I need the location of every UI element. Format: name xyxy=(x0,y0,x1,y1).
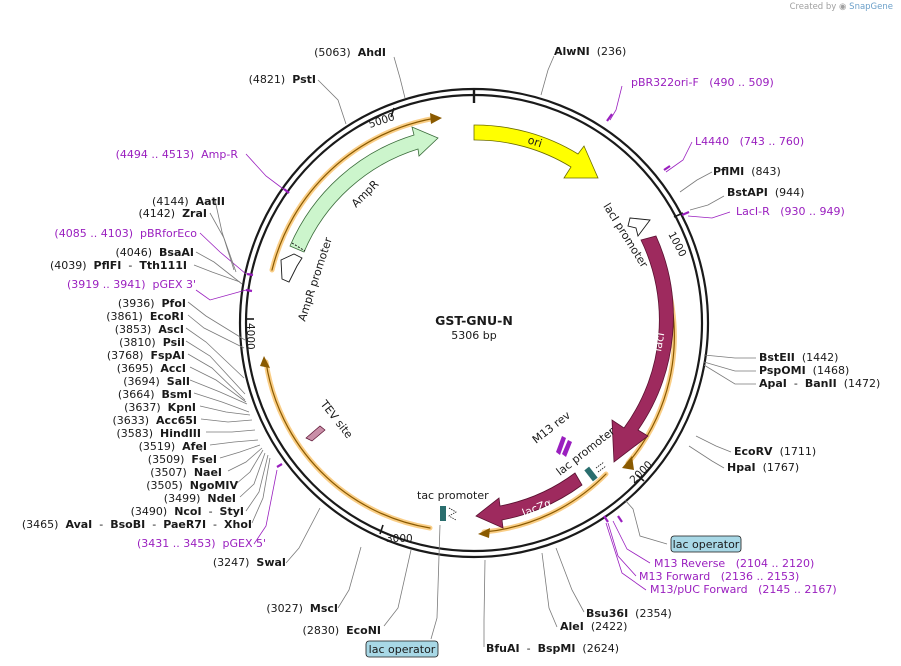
leader-lines xyxy=(185,55,756,647)
ampr-separator xyxy=(291,242,306,252)
lac-operator-label: lac operator xyxy=(673,538,740,551)
primer-label-pbrfor[interactable]: (4085 .. 4103) pBRforEco xyxy=(54,227,197,240)
enzyme-label-acc65i[interactable]: (3633) Acc65I xyxy=(112,414,197,427)
enzyme-label-econi[interactable]: (2830) EcoNI xyxy=(303,624,381,637)
credit-prefix: Created by xyxy=(789,2,837,12)
enzyme-label-fspai[interactable]: (3768) FspAI xyxy=(107,349,185,362)
ampr-promoter-feature[interactable] xyxy=(280,253,303,283)
lac-operator-box[interactable]: lac operator xyxy=(365,640,439,658)
enzyme-label-sali[interactable]: (3694) SalI xyxy=(123,375,190,388)
enzyme-label-ahdi[interactable]: (5063) AhdI xyxy=(314,46,386,59)
tac-promoter-label: tac promoter xyxy=(417,489,489,502)
enzyme-label-bstapi[interactable]: BstAPI (944) xyxy=(727,186,804,199)
enzyme-label-ngomiv[interactable]: (3505) NgoMIV xyxy=(146,479,238,492)
enzyme-label-pfoi[interactable]: (3936) PfoI xyxy=(118,297,186,310)
enzyme-label-asci[interactable]: (3853) AscI xyxy=(115,323,184,336)
tick-label: 4000 xyxy=(244,323,256,350)
enzyme-label-alei[interactable]: AleI (2422) xyxy=(560,620,627,633)
enzyme-label-psp[interactable]: PspOMI (1468) xyxy=(759,364,849,377)
primer-label-pgex3[interactable]: (3919 .. 3941) pGEX 3' xyxy=(67,278,196,291)
lacza-feature[interactable] xyxy=(475,472,583,529)
enzyme-label-psii[interactable]: (3810) PsiI xyxy=(119,336,185,349)
enzyme-label-ecori[interactable]: (3861) EcoRI xyxy=(106,310,184,323)
primer-label-m13puc[interactable]: M13/pUC Forward (2145 .. 2167) xyxy=(650,583,837,596)
primer-label-pbr322[interactable]: pBR322ori-F (490 .. 509) xyxy=(631,76,774,89)
tev-site-feature[interactable] xyxy=(305,425,326,442)
enzyme-label-ncoi[interactable]: (3490) NcoI - StyI xyxy=(131,505,244,518)
plasmid-length: 5306 bp xyxy=(451,329,496,342)
enzyme-label-acci[interactable]: (3695) AccI xyxy=(117,362,186,375)
snapgene-logo-icon: ◉ xyxy=(839,2,847,12)
primer-label-pgex5[interactable]: (3431 .. 3453) pGEX 5' xyxy=(137,537,266,550)
enzyme-label-bsteii[interactable]: BstEII (1442) xyxy=(759,351,838,364)
enzyme-label-psti[interactable]: (4821) PstI xyxy=(249,73,316,86)
enzyme-label-bsu36i[interactable]: Bsu36I (2354) xyxy=(586,607,672,620)
enzyme-label-hpai[interactable]: HpaI (1767) xyxy=(727,461,799,474)
enzyme-label-afei[interactable]: (3519) AfeI xyxy=(139,440,207,453)
enzyme-label-fsei[interactable]: (3509) FseI xyxy=(148,453,217,466)
laci-promoter-feature[interactable] xyxy=(627,217,651,238)
tac-promoter-feature[interactable] xyxy=(440,506,446,521)
tick-label: 3000 xyxy=(386,533,413,545)
enzyme-label-bfuai[interactable]: BfuAI - BspMI (2624) xyxy=(486,642,619,655)
primer-label-lacir[interactable]: LacI-R (930 .. 949) xyxy=(736,205,845,218)
left-labels: (5063) AhdI (4821) PstI (4494 .. 4513) Amp… xyxy=(22,46,386,637)
laci-promoter-label: lacI promoter xyxy=(600,201,650,271)
lac-operator-label: lac operator xyxy=(369,643,436,656)
laci-feature[interactable] xyxy=(611,235,674,463)
enzyme-label-pflmi[interactable]: PflMI (843) xyxy=(713,165,781,178)
enzyme-label-apai[interactable]: ApaI - BanII (1472) xyxy=(759,377,880,390)
enzyme-label-naei[interactable]: (3507) NaeI xyxy=(150,466,222,479)
lac-operator-marks xyxy=(595,461,607,473)
enzyme-label-kpni[interactable]: (3637) KpnI xyxy=(124,401,196,414)
primer-label-m13rev[interactable]: M13 Reverse (2104 .. 2120) xyxy=(654,557,814,570)
credit-brand: SnapGene xyxy=(849,2,893,12)
primer-label-m13fwd[interactable]: M13 Forward (2136 .. 2153) xyxy=(639,570,799,583)
lac-operator-box[interactable]: lac operator xyxy=(670,535,742,553)
enzyme-label-bsmi[interactable]: (3664) BsmI xyxy=(118,388,192,401)
primer-label-ampr-p[interactable]: (4494 .. 4513) Amp-R xyxy=(116,148,239,161)
enzyme-label-avai[interactable]: (3465) AvaI - BsoBI - PaeR7I - XhoI xyxy=(22,518,252,531)
enzyme-label-bsaai[interactable]: (4046) BsaAI xyxy=(115,246,194,259)
enzyme-label-hindiii[interactable]: (3583) HindIII xyxy=(116,427,201,440)
enzyme-label-ndei[interactable]: (3499) NdeI xyxy=(164,492,236,505)
m13-rev-label: M13 rev xyxy=(530,408,573,446)
tac-operator-marks xyxy=(448,507,457,521)
enzyme-label-zrai[interactable]: (4142) ZraI xyxy=(139,207,208,220)
ori-feature[interactable] xyxy=(473,124,599,179)
enzyme-label-ecorv[interactable]: EcoRV (1711) xyxy=(734,445,816,458)
enzyme-label-msci[interactable]: (3027) MscI xyxy=(266,602,338,615)
primer-label-l4440[interactable]: L4440 (743 .. 760) xyxy=(695,135,804,148)
plasmid-name: GST-GNU-N xyxy=(435,313,513,328)
snapgene-credit: Created by ◉ SnapGene xyxy=(790,2,893,12)
lac-promoter-feature[interactable] xyxy=(584,466,598,482)
laci-label: lacI xyxy=(651,331,667,352)
enzyme-label-aatii[interactable]: (4144) AatII xyxy=(152,195,225,208)
tev-site-label: TEV site xyxy=(317,397,355,441)
highlight-arrowheads xyxy=(260,113,634,538)
enzyme-label-alwni[interactable]: AlwNI (236) xyxy=(554,45,626,58)
tick-marks xyxy=(245,107,684,535)
primer-sites xyxy=(245,113,690,523)
ori-label: ori xyxy=(526,133,544,150)
enzyme-label-swai[interactable]: (3247) SwaI xyxy=(213,556,286,569)
m13-rev-feature[interactable] xyxy=(556,436,572,457)
ampr-feature[interactable] xyxy=(289,126,439,253)
right-labels: AlwNI (236) pBR322ori-F (490 .. 509) L4440… xyxy=(486,45,880,655)
enzyme-label-pflfi[interactable]: (4039) PflFI - Tth111I xyxy=(50,259,187,272)
